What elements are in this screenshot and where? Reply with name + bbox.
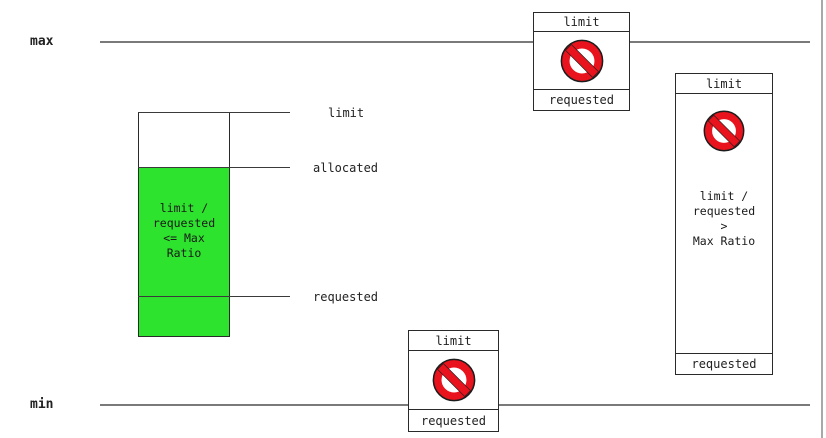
bar-green-fill [139, 168, 229, 336]
no-entry-icon [702, 109, 746, 153]
violation-box-max-ratio: limit limit / requested > Max Ratio requ… [675, 73, 773, 375]
box-footer-requested: requested [534, 89, 629, 110]
max-label: max [30, 34, 54, 49]
box-footer-requested: requested [409, 409, 498, 431]
no-entry-icon [559, 38, 605, 84]
bar-ratio-text: limit / requested <= Max Ratio [152, 201, 216, 260]
no-entry-icon [431, 357, 477, 403]
box-footer-requested: requested [676, 353, 772, 374]
frame-right-border [821, 0, 823, 438]
box-header-limit: limit [409, 331, 498, 351]
requested-leader-line [138, 296, 290, 297]
allocated-leader-line [138, 167, 290, 168]
allocated-label: allocated [313, 161, 379, 175]
violation-box-below-min: limit requested [408, 330, 499, 432]
allowed-range-bar: limit / requested <= Max Ratio [138, 112, 230, 337]
box-header-limit: limit [534, 13, 629, 32]
violation-box-above-max: limit requested [533, 12, 630, 111]
limit-label: limit [328, 106, 365, 120]
limit-leader-line [138, 112, 290, 113]
requested-label: requested [313, 290, 379, 304]
min-label: min [30, 397, 54, 412]
ratio-violation-text: limit / requested > Max Ratio [692, 189, 756, 248]
box-header-limit: limit [676, 74, 772, 94]
max-line [100, 41, 810, 43]
